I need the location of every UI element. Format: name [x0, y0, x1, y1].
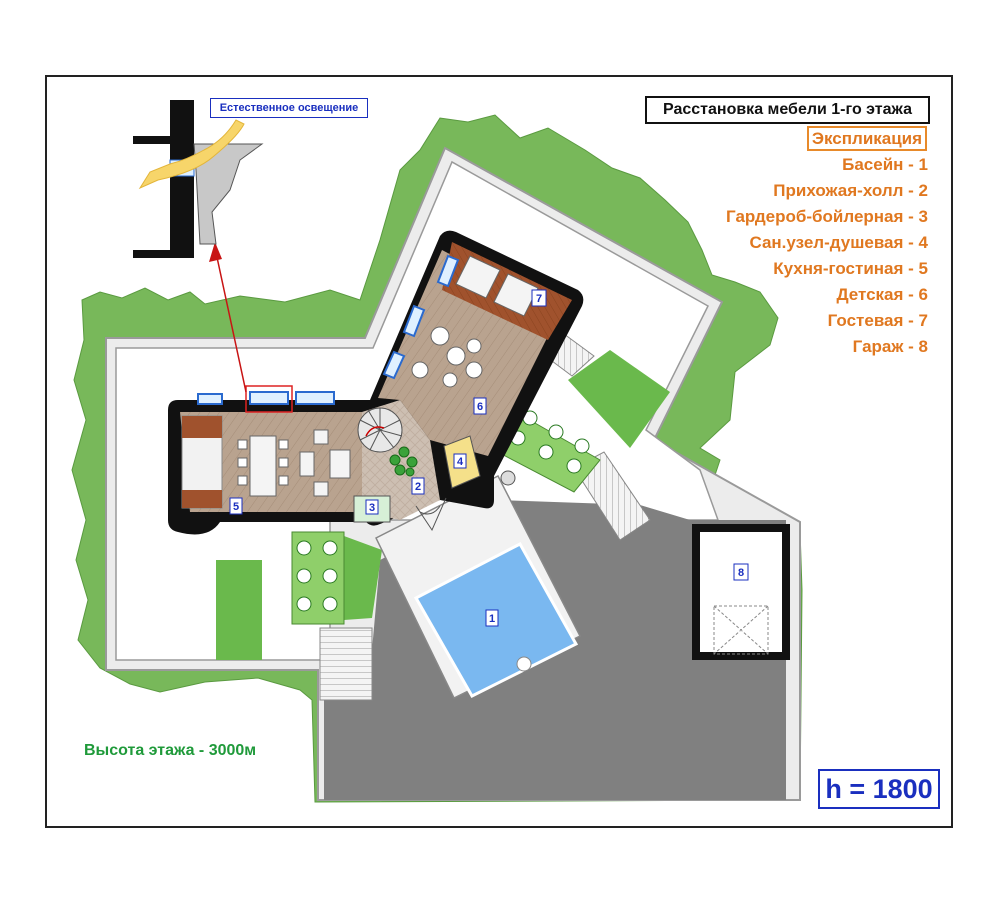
explication-item: Кухня-гостиная - 5 [773, 259, 928, 278]
explication-item: Гардероб-бойлерная - 3 [726, 207, 928, 226]
explication-item: Прихожая-холл - 2 [773, 181, 928, 200]
explication-item: Гараж - 8 [852, 337, 928, 356]
planter-bed-left [291, 531, 345, 625]
hall-plant [389, 446, 418, 477]
garage [692, 524, 790, 660]
windows [197, 254, 460, 405]
floor-height-note: Высота этажа - 3000м [84, 742, 257, 759]
room-number-4: 4 [453, 453, 467, 469]
page-title: Расстановка мебели 1-го этажа [645, 96, 930, 124]
entry-door [415, 497, 447, 532]
explication-item: Сан.узел-душевая - 4 [749, 233, 928, 252]
explication-item: Басейн - 1 [842, 155, 928, 174]
explication-item: Гостевая - 7 [827, 311, 928, 330]
svg-text:8: 8 [738, 567, 744, 579]
svg-text:5: 5 [233, 501, 239, 513]
window-highlight [245, 385, 293, 413]
dining-table [237, 435, 289, 497]
explication-heading: Экспликация [807, 126, 927, 151]
room-number-6: 6 [473, 397, 487, 415]
svg-text:1: 1 [489, 613, 495, 625]
room-number-8: 8 [733, 563, 749, 581]
svg-text:2: 2 [415, 481, 421, 493]
level-mark: h = 1800 [818, 769, 940, 809]
svg-text:4: 4 [457, 456, 464, 468]
kitchen-worktop-top [182, 416, 222, 438]
room-number-labels: 1 2 3 4 5 6 7 8 [229, 289, 749, 627]
lawn-patch-right [568, 350, 670, 448]
svg-text:7: 7 [536, 293, 542, 305]
steps-left [319, 627, 373, 701]
lawn-patch-left [216, 560, 262, 660]
room-number-3: 3 [365, 499, 379, 515]
svg-text:3: 3 [369, 502, 375, 514]
lawn-patch-mid [344, 536, 382, 620]
light-arrow-line [214, 247, 247, 393]
natural-light-label: Естественное освещение [210, 98, 368, 118]
svg-text:6: 6 [477, 401, 483, 413]
room-number-5: 5 [229, 497, 243, 515]
room-number-1: 1 [485, 609, 499, 627]
explication-item: Детская - 6 [836, 285, 928, 304]
spiral-stair [357, 407, 403, 453]
guest-beds [455, 255, 539, 317]
kitchen-worktop-bottom [182, 490, 222, 508]
sofa-set [299, 429, 351, 497]
kids-room-table [411, 326, 483, 388]
light-arrow-head [209, 242, 222, 262]
explication-list: Басейн - 1 Прихожая-холл - 2 Гардероб-бо… [726, 152, 928, 360]
section-detail [133, 100, 264, 258]
room-number-2: 2 [411, 477, 425, 495]
room-number-7: 7 [531, 289, 547, 307]
